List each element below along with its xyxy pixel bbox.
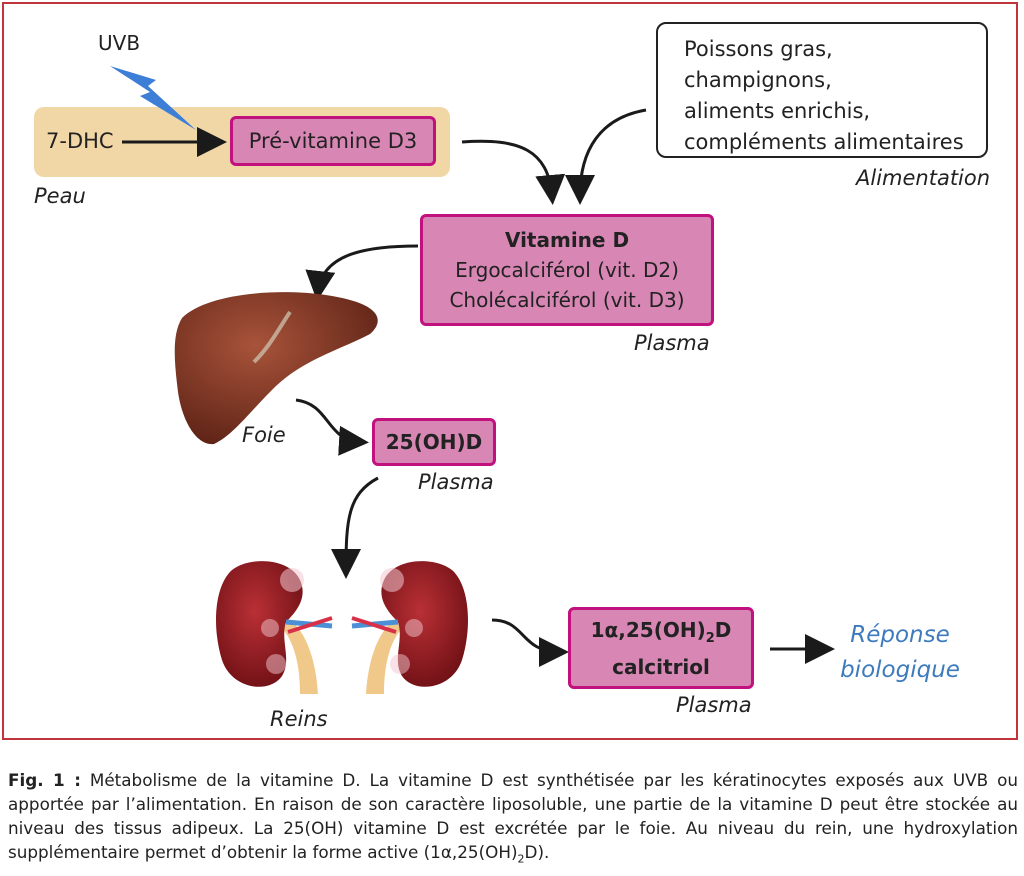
- arrow-vitd-to-liver: [305, 244, 419, 301]
- previtamin-d3-label: Pré-vitamine D3: [248, 129, 418, 153]
- diet-source-line: Poissons gras,: [684, 37, 833, 61]
- uvb-lightning-icon: [110, 66, 196, 130]
- caption-label: Fig. 1 :: [8, 770, 81, 790]
- biological-response-label: Réponse biologique: [834, 618, 966, 687]
- kidneys-label: Reins: [270, 707, 328, 731]
- previtamin-d3-box: Pré-vitamine D3: [230, 116, 436, 166]
- diet-sources-box: Poissons gras, champignons, aliments enr…: [656, 22, 988, 158]
- diet-source-line: aliments enrichis,: [684, 99, 871, 123]
- response-line: Réponse: [850, 622, 950, 648]
- arrow-kidneys-to-calcitriol: [491, 618, 569, 667]
- caption-subscript: 2: [517, 852, 525, 866]
- uvb-label: UVB: [98, 31, 141, 55]
- kidneys-illustration: [216, 561, 468, 694]
- arrow-previtamin-to-vitd: [461, 139, 566, 205]
- calcitriol-name: calcitriol: [612, 654, 710, 679]
- vitamin-d-box: Vitamine D Ergocalciférol (vit. D2) Chol…: [420, 214, 714, 326]
- arrow-liver-to-25ohd: [295, 398, 369, 456]
- figure-caption: Fig. 1 : Métabolisme de la vitamine D. L…: [8, 768, 1018, 871]
- diet-source-line: compléments alimentaires: [684, 130, 964, 154]
- calcitriol-formula: 1α,25(OH)2D: [590, 617, 732, 646]
- 25ohd-label: 25(OH)D: [385, 430, 483, 454]
- dhc-label: 7-DHC: [46, 129, 114, 153]
- liver-illustration: [174, 292, 378, 445]
- caption-text: Métabolisme de la vitamine D. La vitamin…: [8, 770, 1018, 862]
- skin-label: Peau: [34, 184, 86, 208]
- diet-source-line: champignons,: [684, 68, 832, 92]
- arrow-diet-to-vitd: [565, 108, 647, 205]
- plasma-label-calcitriol: Plasma: [676, 693, 752, 717]
- calcitriol-box: 1α,25(OH)2D calcitriol: [568, 607, 754, 689]
- arrow-25ohd-to-kidneys: [331, 476, 379, 579]
- response-line: biologique: [840, 656, 960, 683]
- caption-text-end: D).: [524, 842, 550, 862]
- ergocalciferol-label: Ergocalciférol (vit. D2): [455, 258, 679, 282]
- diet-label: Alimentation: [856, 166, 991, 190]
- liver-label: Foie: [242, 423, 286, 447]
- plasma-label-vitd: Plasma: [634, 331, 710, 355]
- plasma-label-25ohd: Plasma: [418, 470, 494, 494]
- vitamin-d-title: Vitamine D: [504, 228, 630, 252]
- 25ohd-box: 25(OH)D: [372, 418, 496, 466]
- cholecalciferol-label: Cholécalciférol (vit. D3): [449, 288, 685, 312]
